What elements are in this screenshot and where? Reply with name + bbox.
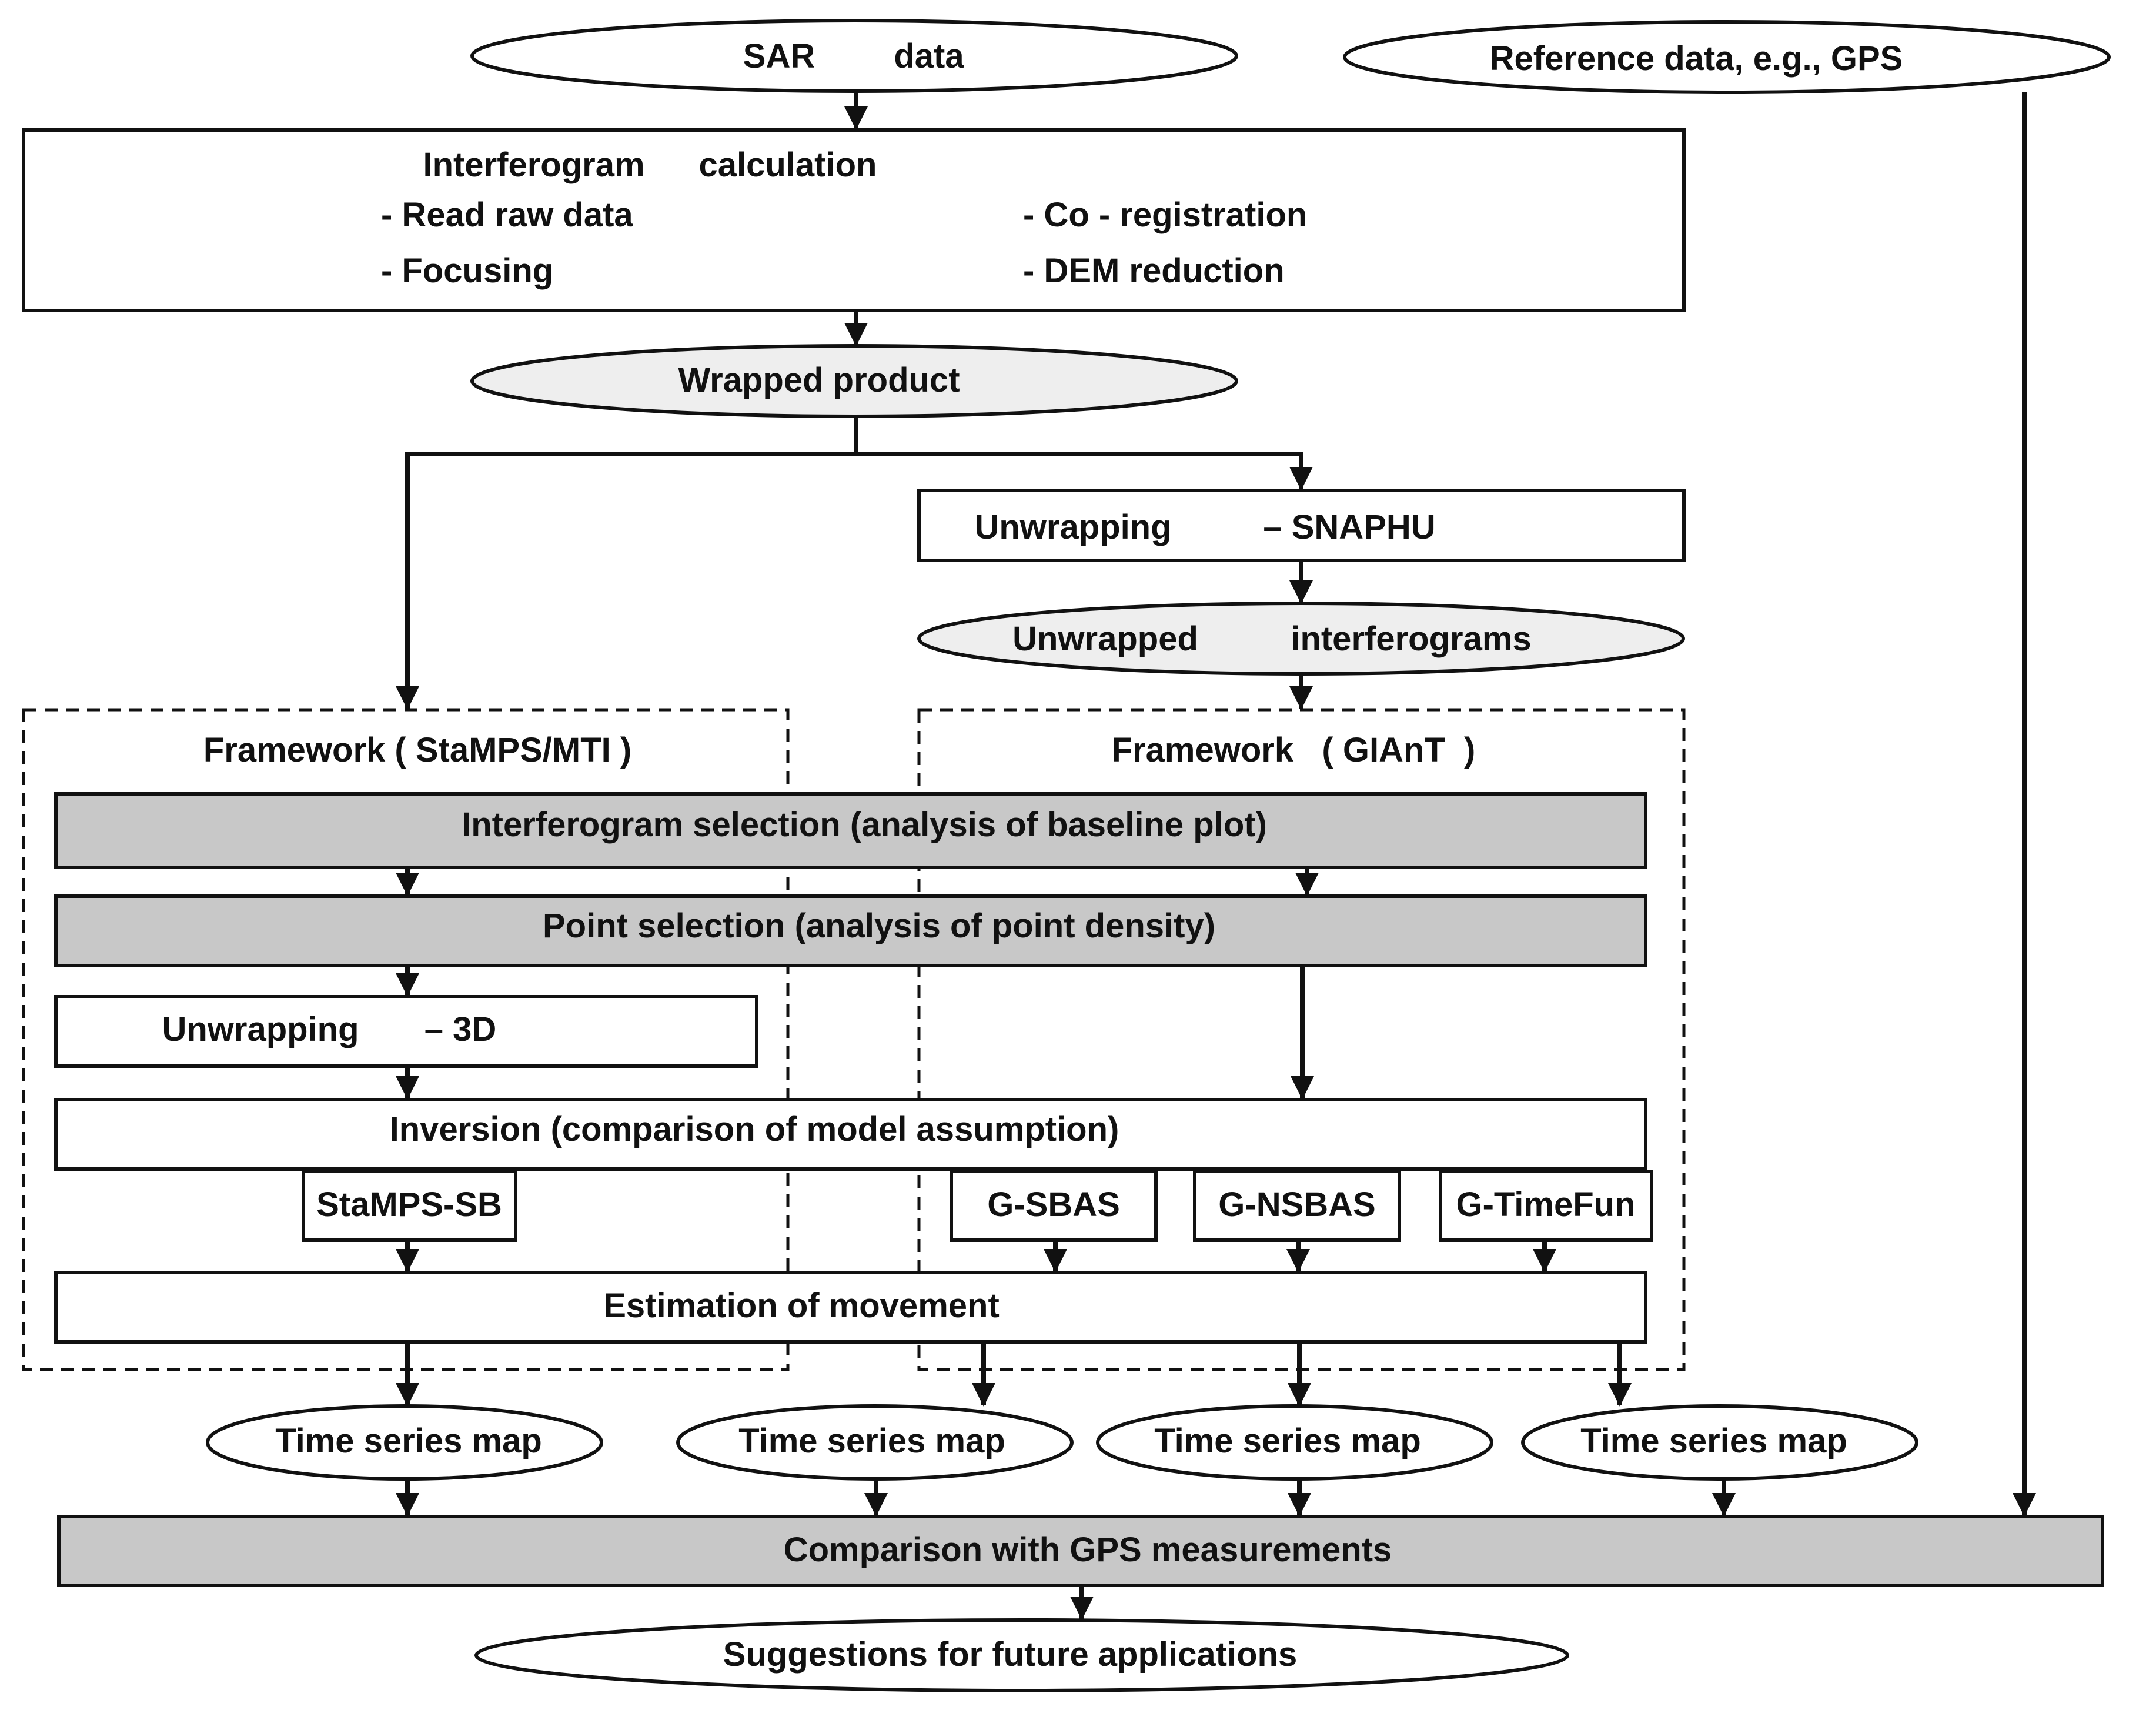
interferogram-selection-label: Interferogram selection (analysis of bas…	[462, 806, 1267, 844]
suggestions-label: Suggestions for future applications	[723, 1635, 1297, 1674]
method-g-nsbas-label: G-NSBAS	[1218, 1185, 1375, 1224]
interferogram-calculation-title-2: calculation	[699, 146, 877, 184]
step-co-registration: - Co - registration	[1023, 196, 1307, 234]
sar-data-node	[470, 19, 1238, 93]
reference-data-label: Reference data, e.g., GPS	[1490, 39, 1903, 78]
method-g-sbas-label: G-SBAS	[987, 1185, 1120, 1224]
unwrapping-3d-label-2: – 3D	[424, 1010, 497, 1048]
inversion-box	[54, 1098, 1647, 1171]
step-read-raw-data: - Read raw data	[381, 196, 633, 234]
step-focusing: - Focusing	[381, 252, 553, 290]
data-label: data	[894, 37, 964, 75]
time-series-map-3-label: Time series map	[1154, 1422, 1421, 1460]
connector-wrapped-to-snaphu	[856, 452, 1313, 490]
time-series-map-4	[1521, 1404, 1918, 1481]
unwrapping-snaphu-box	[917, 489, 1686, 562]
estimation-box	[54, 1271, 1647, 1344]
step-dem-reduction: - DEM reduction	[1023, 252, 1285, 290]
comparison-label: Comparison with GPS measurements	[784, 1531, 1392, 1569]
interferogram-calculation-title-1: Interferogram	[423, 146, 644, 184]
interferogram-selection-box	[54, 792, 1647, 869]
estimation-label: Estimation of movement	[603, 1287, 1000, 1325]
unwrapping-snaphu-label-1: Unwrapping	[974, 508, 1171, 546]
time-series-map-4-label: Time series map	[1580, 1422, 1847, 1460]
point-selection-label: Point selection (analysis of point densi…	[543, 907, 1215, 945]
connectors	[396, 91, 2036, 1620]
framework-stamps-title: Framework ( StaMPS/MTI )	[203, 731, 631, 769]
framework-giant-title: Framework ( GIAnT )	[1112, 731, 1476, 769]
reference-data-node	[1343, 20, 2111, 94]
inversion-label: Inversion (comparison of model assumptio…	[390, 1110, 1119, 1148]
unwrapping-3d-label-1: Unwrapping	[162, 1010, 359, 1048]
unwrapping-snaphu-label-2: – SNAPHU	[1263, 508, 1435, 546]
time-series-map-1-label: Time series map	[275, 1422, 542, 1460]
suggestions-node	[474, 1618, 1569, 1692]
time-series-map-2-label: Time series map	[738, 1422, 1005, 1460]
unwrapped-interferograms-label-2: interferograms	[1291, 620, 1531, 658]
connector-wrapped-split	[396, 416, 858, 710]
wrapped-product-label: Wrapped product	[678, 361, 960, 399]
method-stamps-sb-label: StaMPS-SB	[316, 1185, 502, 1224]
unwrapped-interferograms-label-1: Unwrapped	[1012, 620, 1198, 658]
sar-label: SAR	[743, 37, 815, 75]
point-selection-box	[54, 894, 1647, 967]
unwrapping-3d-box	[54, 995, 758, 1068]
interferogram-calculation-box	[22, 128, 1686, 312]
method-g-timefun-label: G-TimeFun	[1456, 1185, 1635, 1224]
